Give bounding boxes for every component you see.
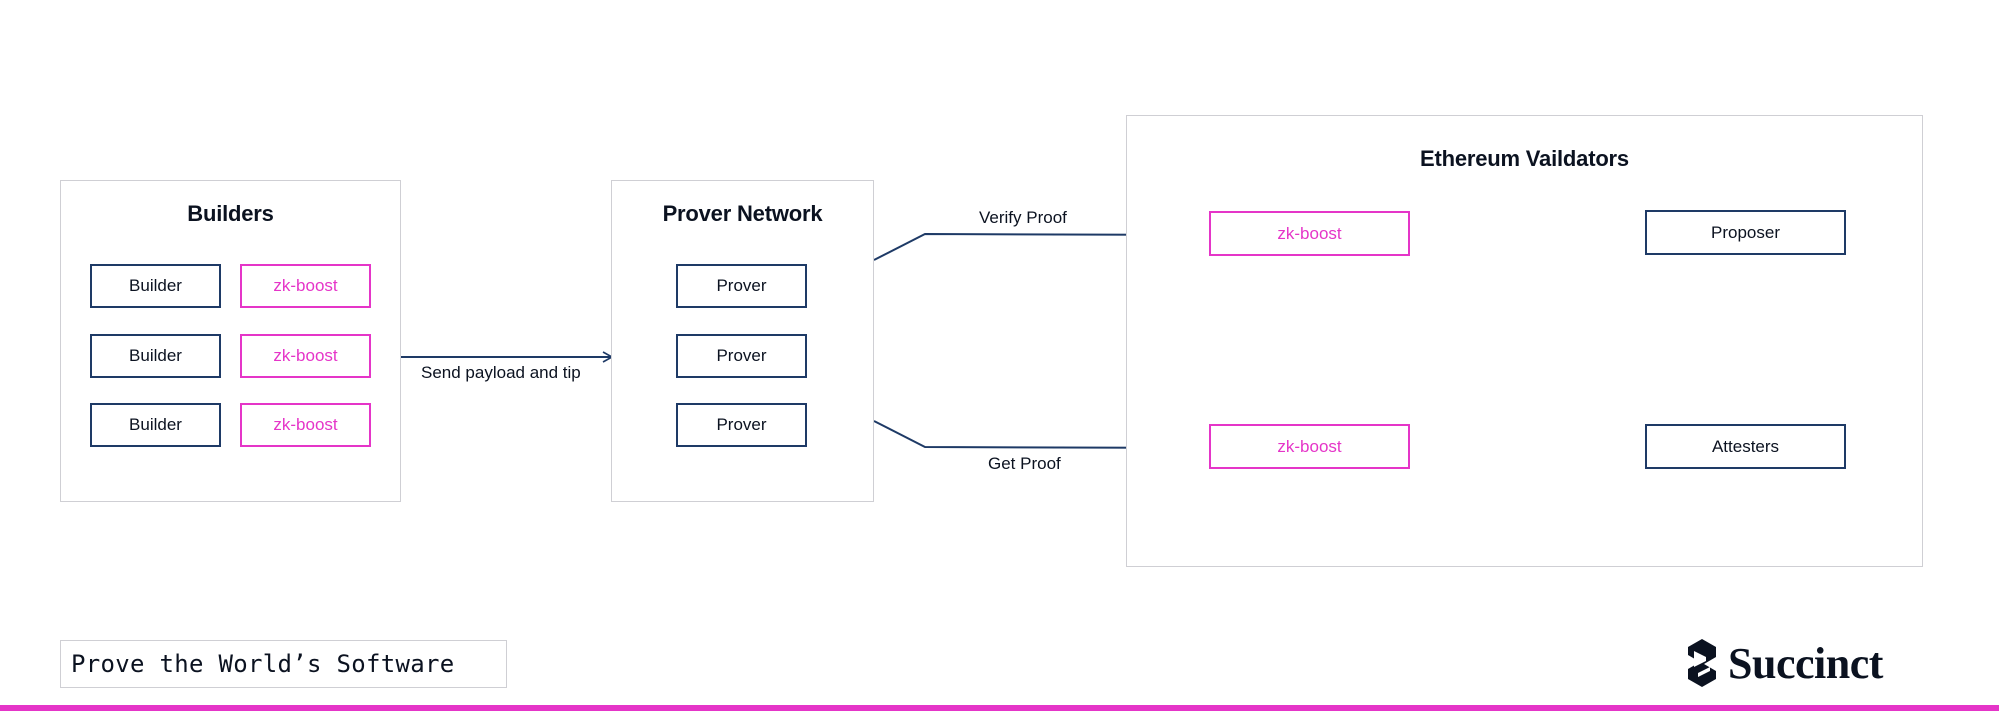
verify-proof-label: Verify Proof [979, 208, 1067, 227]
verify-arrow [873, 229, 1211, 261]
builder-box: Builder [90, 334, 221, 378]
succinct-logo: Succinct [1684, 636, 1883, 690]
builder-box: Builder [90, 403, 221, 447]
send-payload-label: Send payload and tip [421, 363, 581, 382]
ethereum-validators-title: Ethereum Vaildators [1420, 146, 1629, 171]
zk-boost-box: zk-boost [240, 264, 371, 308]
prover-network-title: Prover Network [662, 201, 823, 226]
ethereum-validators-panel: Ethereum Vaildators [1126, 115, 1923, 567]
proposer-box: Proposer [1645, 210, 1846, 255]
get-proof-arrow [873, 420, 1211, 454]
prover-box: Prover [676, 334, 807, 378]
zk-boost-box: zk-boost [1209, 211, 1410, 256]
bottom-accent-bar [0, 705, 1999, 711]
zk-boost-box: zk-boost [240, 334, 371, 378]
builder-box: Builder [90, 264, 221, 308]
tagline: Prove the World’s Software [60, 640, 507, 688]
succinct-logo-icon [1688, 639, 1716, 687]
builders-title: Builders [187, 201, 274, 226]
attesters-box: Attesters [1645, 424, 1846, 469]
zk-boost-box: zk-boost [1209, 424, 1410, 469]
prover-box: Prover [676, 264, 807, 308]
logo-wordmark: Succinct [1728, 638, 1883, 688]
get-proof-label: Get Proof [988, 454, 1061, 473]
prover-box: Prover [676, 403, 807, 447]
zk-boost-box: zk-boost [240, 403, 371, 447]
